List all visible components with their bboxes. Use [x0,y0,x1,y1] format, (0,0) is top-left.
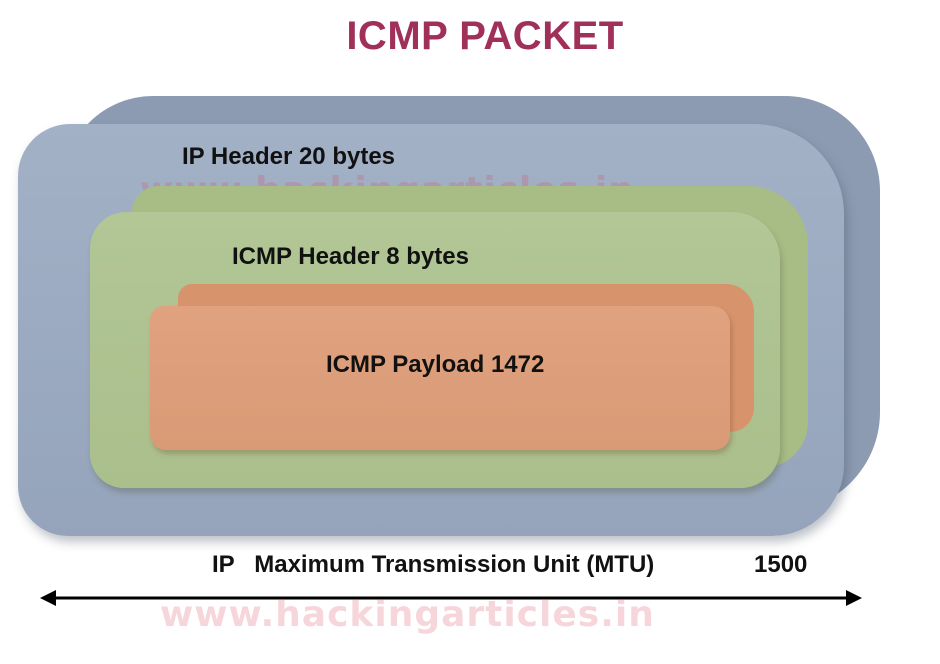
icmp-payload-label: ICMP Payload 1472 [326,351,545,378]
ip-header-label: IP Header 20 bytes [182,143,396,170]
icmp-payload-box [150,306,730,450]
mtu-value: 1500 [754,551,808,578]
mtu-label: IP Maximum Transmission Unit (MTU) [212,551,655,578]
icmp-header-label: ICMP Header 8 bytes [232,243,469,270]
diagram-title: ICMP PACKET [346,14,624,58]
watermark-bottom: www.hackingarticles.in [160,594,655,635]
mtu-span-arrow-icon [40,590,862,606]
